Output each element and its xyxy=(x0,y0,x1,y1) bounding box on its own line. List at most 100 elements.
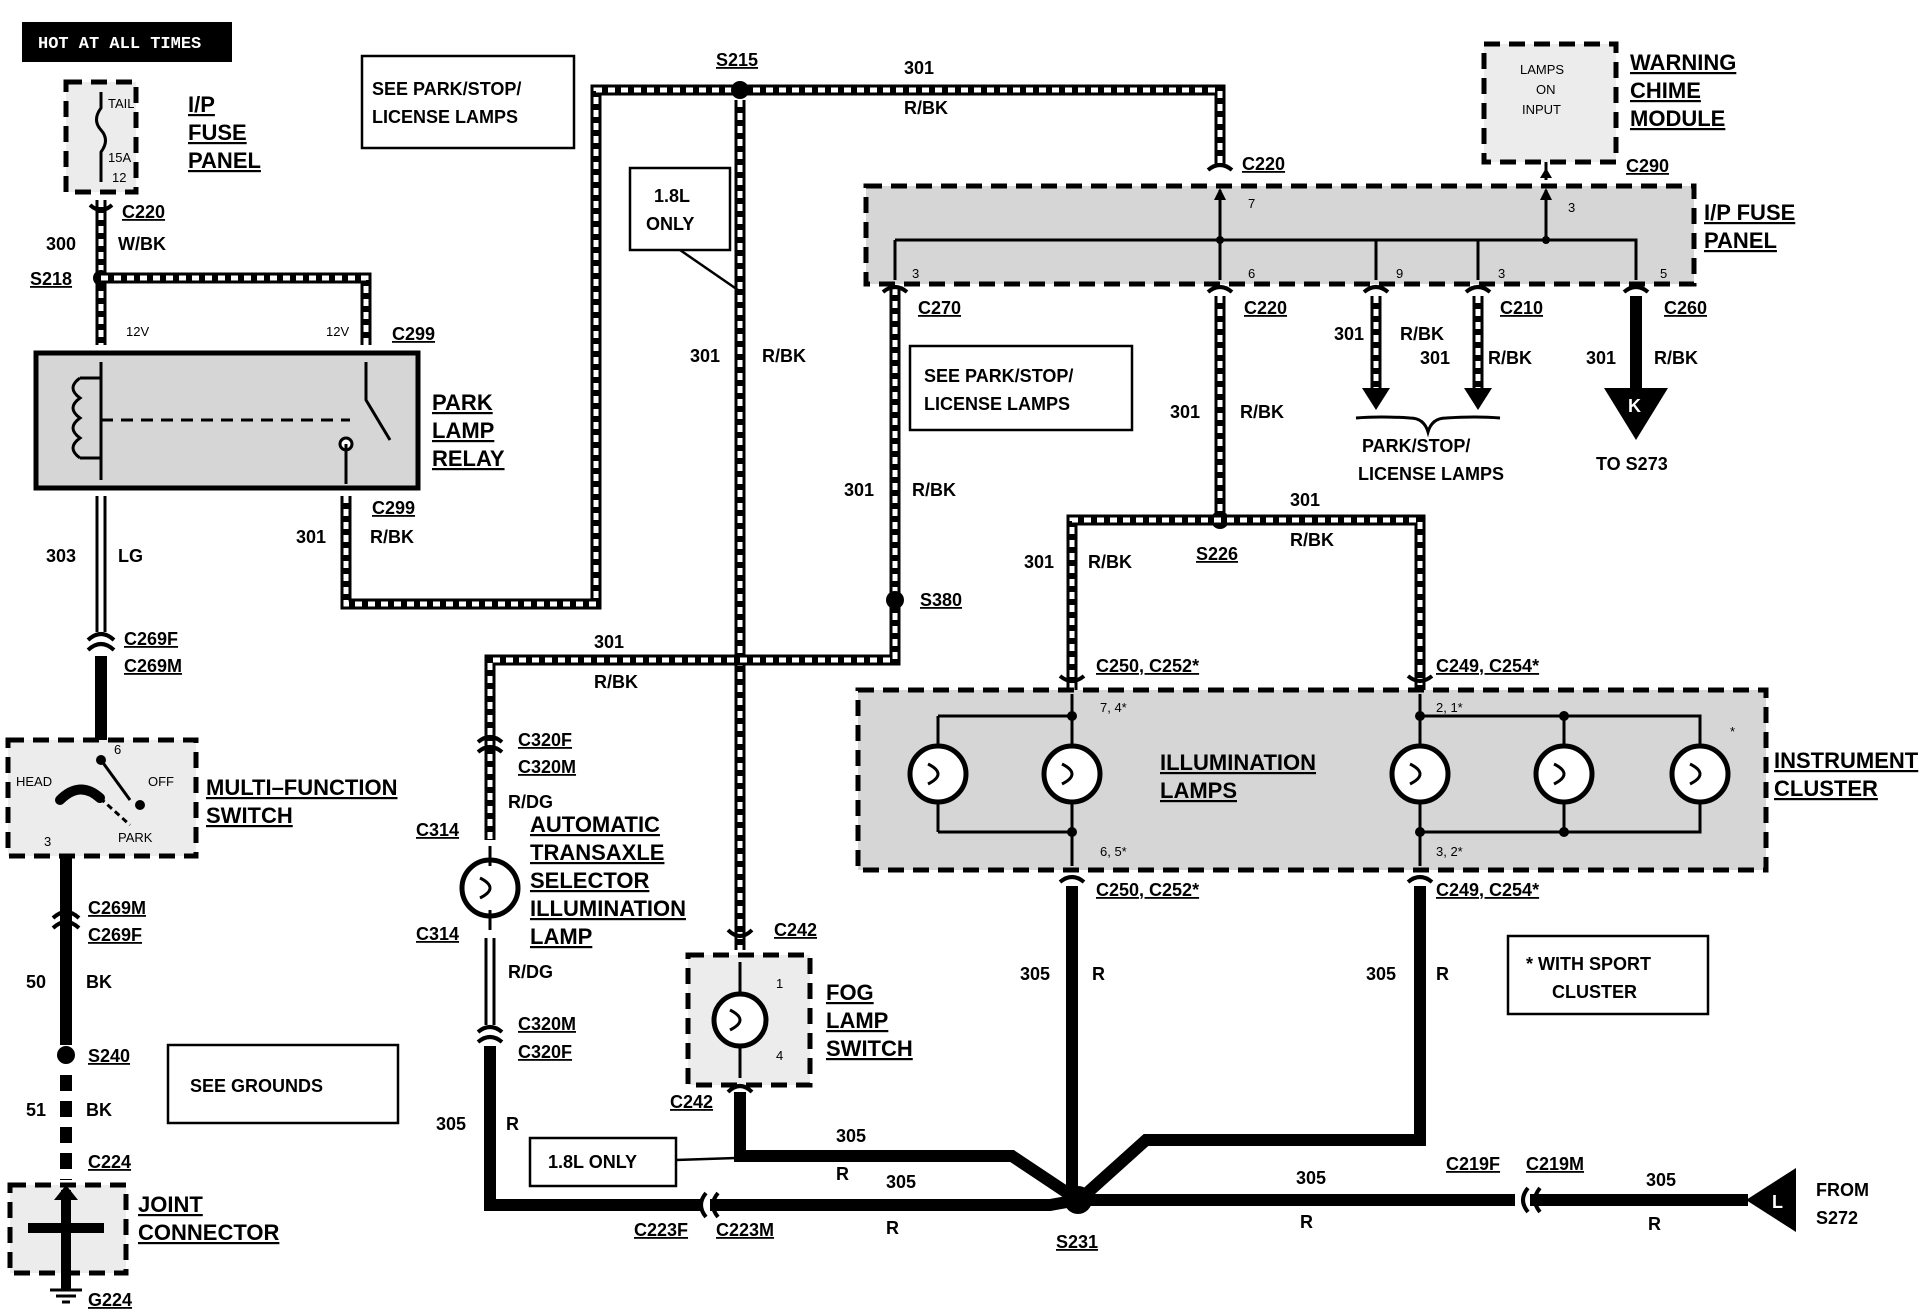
wire-301-cluster-right-number: 301 xyxy=(1290,490,1320,510)
instrument-cluster xyxy=(855,687,1769,873)
wire-301-cluster-left-color: R/BK xyxy=(1088,552,1132,572)
see-park-stop-note-2-text: SEE PARK/STOP/LICENSE LAMPS xyxy=(924,366,1073,414)
fuse-amp-label: 15A xyxy=(108,150,131,165)
l-label: L xyxy=(1772,1192,1783,1212)
wire-301-transaxle-number: 301 xyxy=(844,480,874,500)
wire-rdg-bottom: R/DG xyxy=(508,962,553,982)
fuse-pin-3-right: 3 xyxy=(1498,266,1505,281)
wire-305-s272-color: R xyxy=(1648,1214,1661,1234)
wire-301-relay-number: 301 xyxy=(296,527,326,547)
switch-pin-6: 6 xyxy=(114,742,121,757)
fuse-num-label: 12 xyxy=(112,170,126,185)
c220-top-label: C220 xyxy=(1242,154,1285,174)
fuse-pin-3-left: 3 xyxy=(912,266,919,281)
c219m-label: C219M xyxy=(1526,1154,1584,1174)
fog-pin-1: 1 xyxy=(776,976,783,991)
v12-left: 12V xyxy=(126,324,149,339)
c224-label: C224 xyxy=(88,1152,131,1172)
wire-305-c223-color: R xyxy=(886,1218,899,1238)
c223m-label: C223M xyxy=(716,1220,774,1240)
wire-305-left-number: 305 xyxy=(436,1114,466,1134)
fuse-pin-7: 7 xyxy=(1248,196,1255,211)
c220-label: C220 xyxy=(122,202,165,222)
wire-305-cluster-left-number: 305 xyxy=(1020,964,1050,984)
c220-bottom-label: C220 xyxy=(1244,298,1287,318)
wire-301-s273-color: R/BK xyxy=(1654,348,1698,368)
c299-bottom-label: C299 xyxy=(372,498,415,518)
wire-301-top-color: R/BK xyxy=(904,98,948,118)
illumination-lamp-icon xyxy=(1041,743,1103,805)
c314-bottom-label: C314 xyxy=(416,924,459,944)
wire-301-fog-color: R/BK xyxy=(762,346,806,366)
s240-splice xyxy=(57,1046,75,1064)
wire-305-fog-color: R xyxy=(836,1164,849,1184)
c320f-bottom-label: C320F xyxy=(518,1042,572,1062)
wire-50-color: BK xyxy=(86,972,112,992)
illumination-lamp-icon xyxy=(1669,743,1731,805)
wire-301-transaxle-color: R/BK xyxy=(912,480,956,500)
lamps-on-input-box xyxy=(1481,41,1619,165)
cluster-pin-74: 7, 4* xyxy=(1100,700,1127,715)
c269f-top-label: C269F xyxy=(124,629,178,649)
wire-305-s272-number: 305 xyxy=(1646,1170,1676,1190)
switch-off-label: OFF xyxy=(148,774,174,789)
fog-pin-4: 4 xyxy=(776,1048,783,1063)
s380-label: S380 xyxy=(920,590,962,610)
switch-head-contact xyxy=(55,784,105,805)
wire-305-cluster-right xyxy=(1081,886,1426,1199)
hot-at-all-times-badge xyxy=(22,22,232,62)
wire-301-park-b-color: R/BK xyxy=(1488,348,1532,368)
fuse-pin-6: 6 xyxy=(1248,266,1255,281)
to-s273-arrow-icon xyxy=(1604,388,1668,440)
wire-303-color: LG xyxy=(118,546,143,566)
c269-connector-mark xyxy=(86,632,116,652)
c249-bottom-label: C249, C254* xyxy=(1436,880,1539,900)
switch-pin-3: 3 xyxy=(44,834,51,849)
c242-bottom-label: C242 xyxy=(670,1092,713,1112)
sport-cluster-note xyxy=(1506,934,1710,1016)
fuse-pin-5: 5 xyxy=(1660,266,1667,281)
only-18l-note-bottom-text: 1.8L ONLY xyxy=(548,1152,637,1172)
wire-305-cluster-right-number: 305 xyxy=(1366,964,1396,984)
c269m-top-label: C269M xyxy=(124,656,182,676)
s240-label: S240 xyxy=(88,1046,130,1066)
switch-lever xyxy=(99,759,132,801)
s215-splice xyxy=(731,81,749,99)
relay-contact xyxy=(364,362,392,441)
only-18l-note-top xyxy=(628,166,732,252)
c269m-bottom-label: C269M xyxy=(88,898,146,918)
wire-305-c223-number: 305 xyxy=(886,1172,916,1192)
fuse-tail-label: TAIL xyxy=(108,96,135,111)
relay-coil xyxy=(71,376,83,460)
wire-301-top xyxy=(740,84,1226,165)
see-grounds-text: SEE GROUNDS xyxy=(190,1076,323,1096)
wire-51-number: 51 xyxy=(26,1100,46,1120)
cluster-pin-32: 3, 2* xyxy=(1436,844,1463,859)
wire-305-c223 xyxy=(710,1194,1080,1211)
wire-301-park-b-number: 301 xyxy=(1420,348,1450,368)
see-park-stop-note-1 xyxy=(360,54,576,150)
c219f-label: C219F xyxy=(1446,1154,1500,1174)
c320m-bottom-label: C320M xyxy=(518,1014,576,1034)
wire-301-s226-number: 301 xyxy=(1170,402,1200,422)
c299-top-label: C299 xyxy=(392,324,435,344)
wire-301-park-a-color: R/BK xyxy=(1400,324,1444,344)
wire-301-s273-number: 301 xyxy=(1586,348,1616,368)
wire-301-relay-color: R/BK xyxy=(370,527,414,547)
c242-top-label: C242 xyxy=(774,920,817,940)
wire-305-right-color: R xyxy=(1300,1212,1313,1232)
fuse-panel-bus xyxy=(893,190,1638,280)
ground-icon xyxy=(50,1288,82,1304)
c220-connector-mark xyxy=(88,203,114,212)
illumination-lamp-icon xyxy=(1533,743,1595,805)
